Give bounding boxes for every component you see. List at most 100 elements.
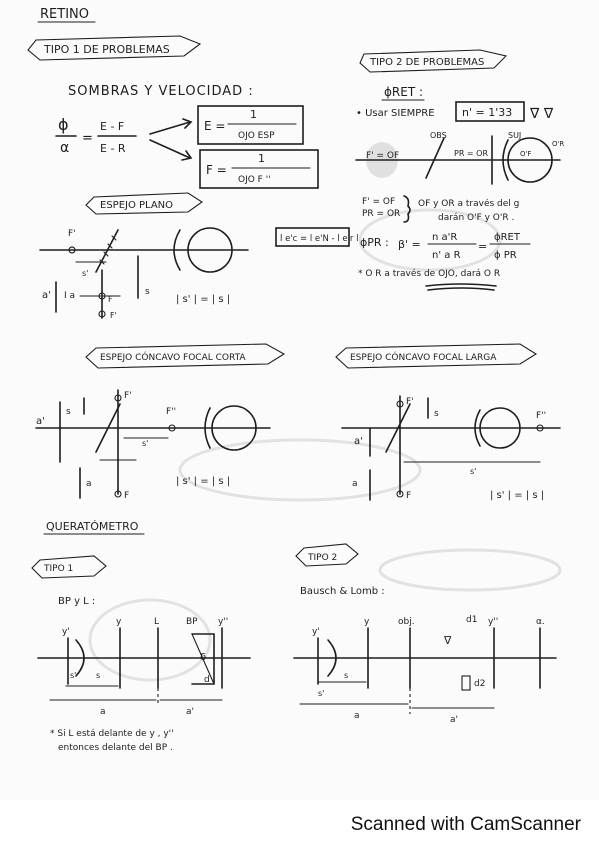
q1-delta: δ xyxy=(200,652,206,663)
plano-label-f2: F xyxy=(108,295,113,304)
q-tipo2-banner xyxy=(295,543,359,567)
n-index-box xyxy=(455,101,525,122)
cornea-left xyxy=(173,229,181,271)
plano-label-s: s xyxy=(145,287,150,297)
larga-banner xyxy=(335,343,538,369)
corta-heading: ESPEJO CÓNCAVO FOCAL CORTA xyxy=(100,351,246,363)
sys-brace xyxy=(403,195,411,223)
equals-sign: = xyxy=(82,131,93,146)
q2-y1: y' xyxy=(312,627,320,637)
sys-text2: darán O'F y O'R . xyxy=(438,213,514,223)
q1-y2: y'' xyxy=(218,617,228,627)
tipo1-heading: TIPO 1 DE PROBLEMAS xyxy=(43,43,170,56)
q1-biprism xyxy=(191,633,215,685)
q-note1: * Si L está delante de y , y'' xyxy=(50,729,174,739)
handwritten-notes: RETINO TIPO 1 DE PROBLEMAS SOMBRAS Y VEL… xyxy=(27,7,564,753)
tipo2-eye xyxy=(507,137,553,183)
ratio-denominator: α xyxy=(60,140,69,156)
q2-d2: d2 xyxy=(474,679,485,689)
q1-a: a xyxy=(100,707,106,717)
q1-d: d xyxy=(204,675,210,685)
box1-den: OJO ESP xyxy=(238,131,275,141)
tipo2-section: TIPO 2 DE PROBLEMAS ϕRET : • Usar SIEMPR… xyxy=(355,49,564,291)
corta-s: s xyxy=(66,407,71,417)
tipo2-heading: TIPO 2 DE PROBLEMAS xyxy=(369,57,484,68)
plano-label-a1: a' xyxy=(42,290,51,301)
nabla-symbols: ∇ ∇ xyxy=(529,106,554,122)
box1-lhs: E = xyxy=(204,119,225,133)
arrow-down-head xyxy=(181,150,193,161)
q-tipo1-banner xyxy=(31,555,107,579)
q2-y: y xyxy=(364,617,370,627)
q1-y: y xyxy=(116,617,122,627)
q-note2: entonces delante del BP . xyxy=(58,743,173,753)
plano-label-ia: I a xyxy=(64,291,75,301)
frac-denominator: E - R xyxy=(100,142,126,155)
arrow-up-head xyxy=(182,118,193,129)
q2-a1: a' xyxy=(450,715,458,725)
corta-eye xyxy=(211,405,257,451)
plano-formula-box xyxy=(275,227,350,247)
larga-s1: s' xyxy=(470,467,476,476)
frac-numerator: E - F xyxy=(100,120,124,133)
sys-line1: F' = OF xyxy=(362,197,395,207)
q1-y1: y' xyxy=(62,627,70,637)
corta-a1: a' xyxy=(36,416,45,427)
formula-box-f xyxy=(199,149,319,189)
sys-line2: PR = OR xyxy=(362,209,400,219)
box1-num: 1 xyxy=(250,108,257,121)
box2-num: 1 xyxy=(258,152,265,165)
queratometro-section: QUERATÓMETRO TIPO 1 BP y L : y' y L BP y… xyxy=(31,520,557,753)
larga-a1: a' xyxy=(354,436,363,447)
plane-mirror xyxy=(95,229,119,273)
tipo1-section: TIPO 1 DE PROBLEMAS SOMBRAS Y VELOCIDAD … xyxy=(27,35,319,189)
q1-bp: BP xyxy=(186,617,198,627)
q1-cornea xyxy=(75,639,85,677)
focus-point xyxy=(68,246,76,254)
paper-bleed-marks xyxy=(88,208,562,682)
label-obs: OBS xyxy=(430,131,447,140)
svg-text:=: = xyxy=(478,240,487,253)
q1-s1: s' xyxy=(70,671,76,680)
q1-l: L xyxy=(154,617,159,627)
queratometro-heading: QUERATÓMETRO xyxy=(46,520,139,533)
sys-text1: OF y OR a través del g xyxy=(418,198,519,209)
q2-d1: d1 xyxy=(466,615,477,625)
plano-equation: | s' | = | s | xyxy=(176,294,230,305)
larga-f2: F'' xyxy=(536,411,546,421)
q2-a: a xyxy=(354,711,360,721)
beta-num: n a'R xyxy=(432,232,457,243)
beta-rhs-num: ϕRET xyxy=(494,232,521,243)
tipo2-note: * O R a través de OJO, dará O R xyxy=(358,268,500,279)
larga-mirror xyxy=(385,403,411,453)
tipo2-mirror xyxy=(425,137,445,179)
larga-equation: | s' | = | s | xyxy=(490,490,544,501)
usar-siempre: • Usar SIEMPRE xyxy=(356,108,435,119)
corta-f: F xyxy=(124,491,129,501)
q-bausch: Bausch & Lomb : xyxy=(300,586,385,597)
corta-f1: F' xyxy=(124,391,132,401)
arrow-up xyxy=(149,121,191,135)
n-index: n' = 1'33 xyxy=(462,106,512,119)
larga-eye xyxy=(479,407,521,449)
beta-lhs: β' = xyxy=(398,238,421,251)
plano-label-f1: F' xyxy=(68,229,76,239)
plano-formula: l e'c = l e'N - l e'r l xyxy=(280,234,358,244)
opr-label: ϕPR : xyxy=(360,236,389,249)
tipo2-oret: ϕRET : xyxy=(384,85,423,99)
espejo-plano-section: ESPEJO PLANO l e'c = l e'N - l e'r l F' … xyxy=(39,192,358,320)
q2-s: s xyxy=(344,671,348,680)
larga-s: s xyxy=(434,409,439,419)
plano-label-s1: s' xyxy=(82,269,88,278)
page-title: RETINO xyxy=(40,7,89,22)
q1-a1: a' xyxy=(186,707,194,717)
q-tipo1-label: TIPO 1 xyxy=(43,564,73,574)
corta-banner xyxy=(85,343,286,369)
corta-s1: s' xyxy=(142,439,148,448)
q1-s: s xyxy=(96,671,100,680)
eye-circle xyxy=(187,227,233,273)
label-suj: SUJ xyxy=(508,131,521,140)
label-o-r: O'R xyxy=(552,140,564,148)
box2-den: OJO F '' xyxy=(238,175,271,185)
f-eq-of: F' = OF xyxy=(366,151,399,161)
